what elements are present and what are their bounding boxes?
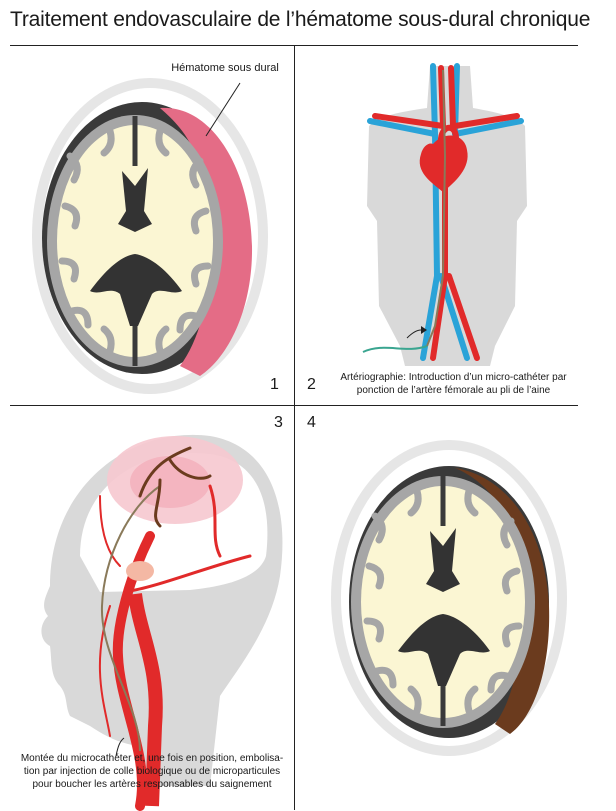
panel-3-caption-line-1: Montée du microcathéter et, une fois en … <box>20 753 284 764</box>
catheter <box>426 69 447 347</box>
embolized-arteries <box>138 446 212 528</box>
panel-3: 3 Montée du microcathéter et, une fois e… <box>10 406 294 811</box>
embolized-crescent <box>455 468 550 734</box>
panel-2-caption-line-2: ponction de l’artère fémorale au pli de … <box>356 385 551 396</box>
ventricle <box>118 168 152 232</box>
microcatheter <box>100 485 161 752</box>
panel-number-3: 3 <box>274 414 283 431</box>
panel-1: Hématome sous dural 1 <box>10 46 294 405</box>
panel-number-2: 2 <box>307 376 316 393</box>
panel-4: 4 <box>295 406 578 810</box>
page-title: Traitement endovasculaire de l’hématome … <box>10 8 591 31</box>
panel-3-caption-line-2: tion par injection de colle biologique o… <box>23 766 281 777</box>
title-rule <box>10 45 578 46</box>
panel-number-4: 4 <box>307 414 316 431</box>
panel-2-caption-line-1: Artériographie: Introduction d’un micro-… <box>340 372 567 383</box>
panel-divider-vertical <box>294 46 295 810</box>
head-profile-illustration <box>41 434 283 811</box>
panel-number-1: 1 <box>270 376 279 393</box>
panel-divider-horizontal <box>10 405 578 406</box>
panel-3-caption-line-3: pour boucher les artères responsables du… <box>32 779 272 790</box>
torso-catheter-illustration <box>362 63 527 366</box>
brain-hematoma-illustration <box>32 78 268 394</box>
hematoma-label: Hématome sous dural <box>171 62 279 74</box>
hematoma <box>160 107 253 376</box>
brain-after-illustration <box>331 440 567 756</box>
heart <box>419 135 468 192</box>
panel-2: 2 Artériographie: Introduction d’un micr… <box>295 46 578 405</box>
